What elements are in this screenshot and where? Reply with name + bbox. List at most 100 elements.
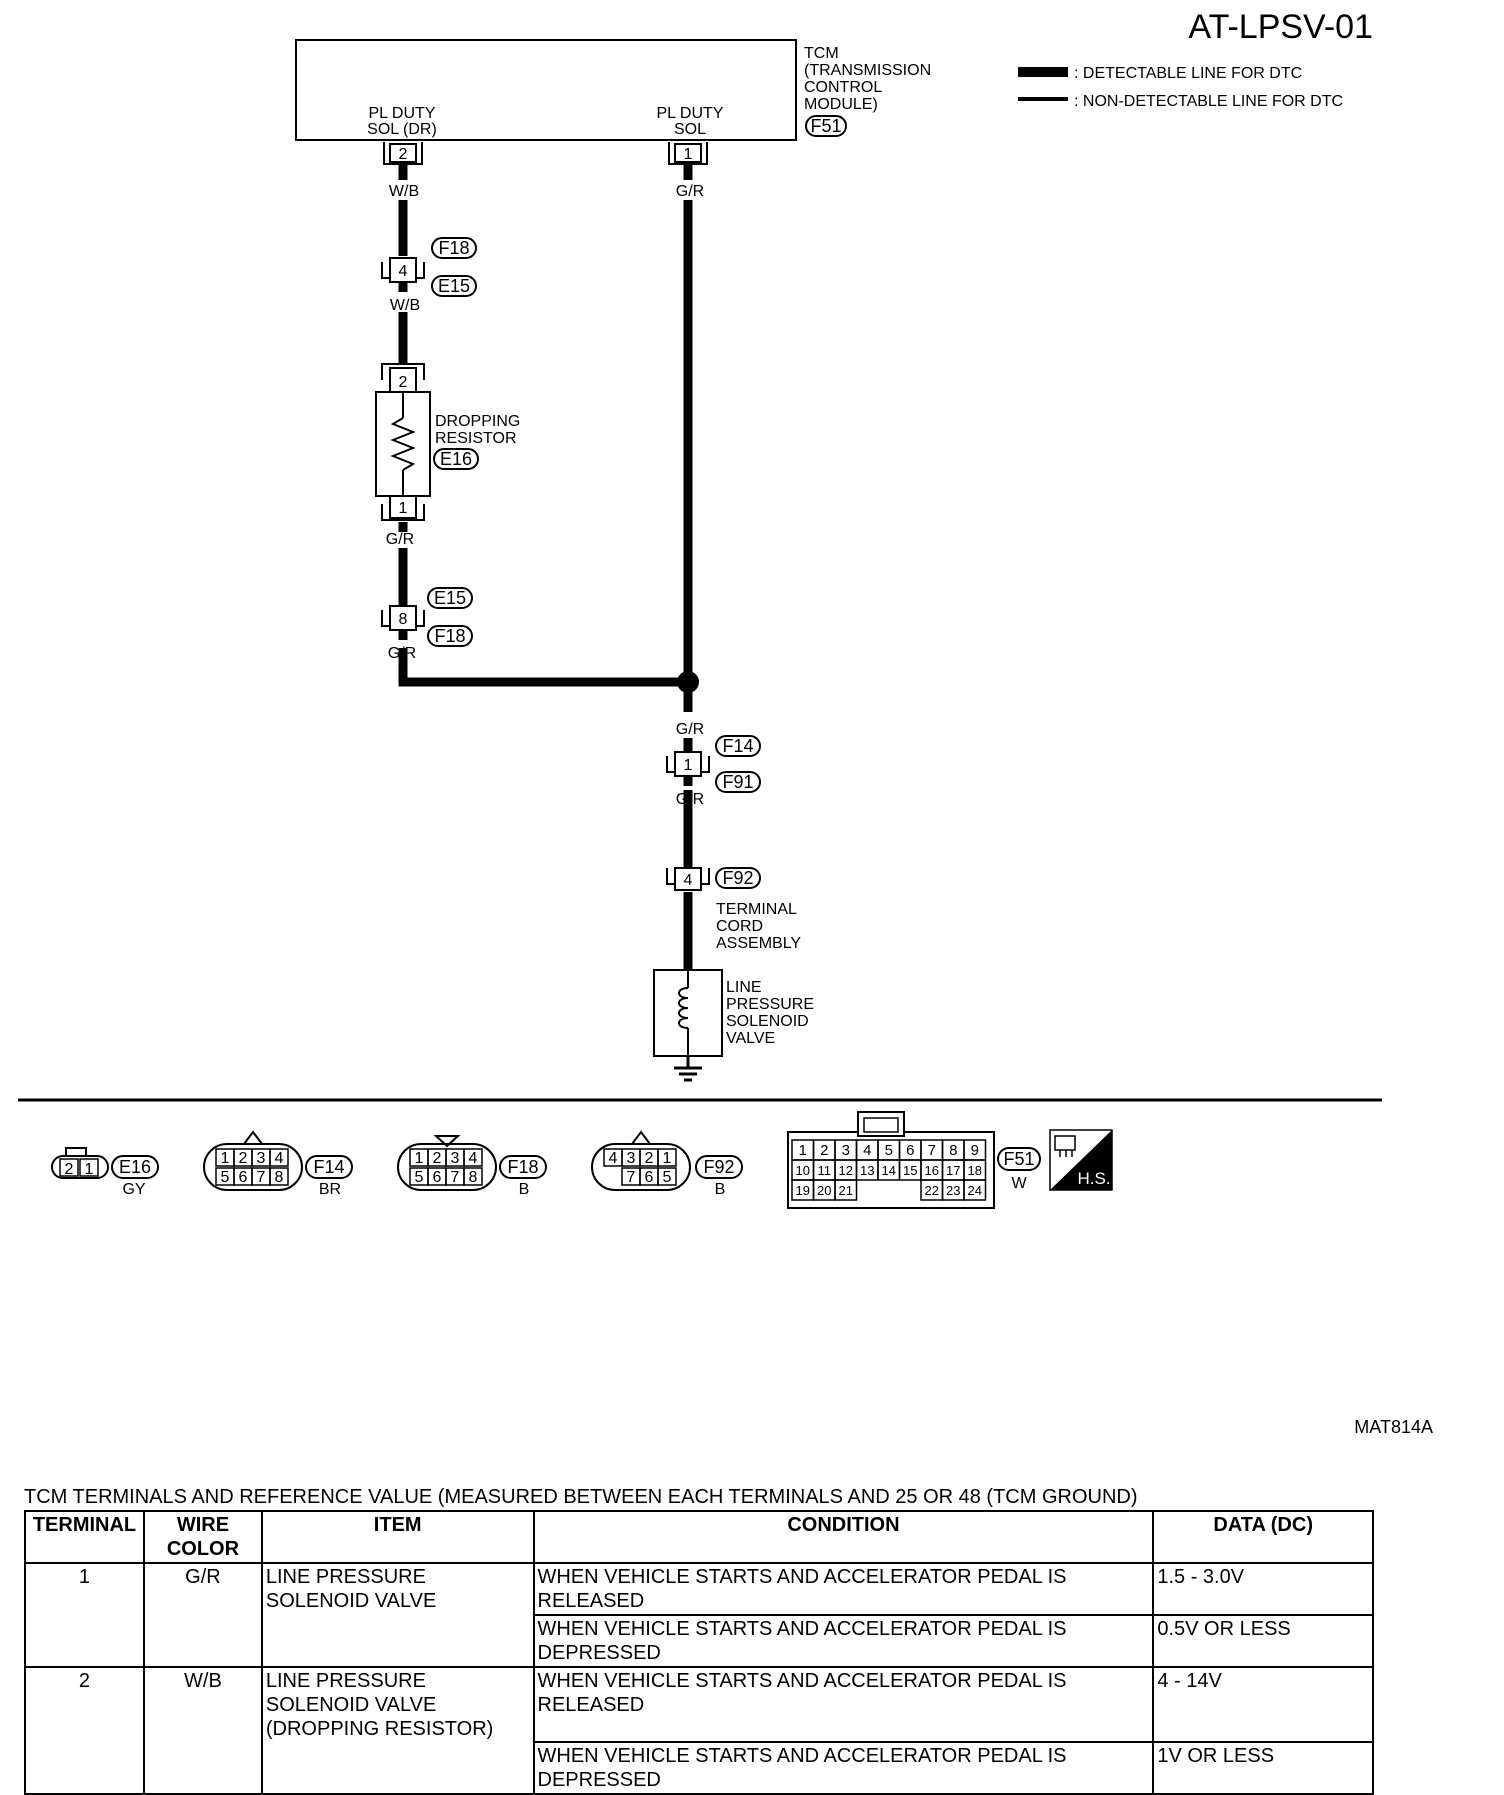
- connector-f14-f91-pin1: G/R 1 F14 F91 G/R: [666, 721, 761, 808]
- dropping-resistor: 2 1 DROPPING RESISTOR E16 G/R: [375, 363, 520, 548]
- f51-pin: 14: [882, 1163, 896, 1178]
- table-header-row: TERMINAL WIRE COLOR ITEM CONDITION DATA …: [24, 1510, 1374, 1564]
- f51-pin: 12: [839, 1163, 853, 1178]
- tcm-pin-right: 1 G/R: [668, 142, 708, 200]
- f18-pin: 1: [415, 1150, 424, 1167]
- f18-pin: 6: [433, 1169, 442, 1186]
- conn2-code-2: F18: [434, 626, 465, 646]
- f14-pin: 3: [257, 1150, 266, 1167]
- connector-face-f14: 1 2 3 4 5 6 7 8 F14 BR: [203, 1130, 353, 1198]
- figure-id: MAT814A: [1354, 1417, 1433, 1437]
- f92-pin: 1: [663, 1150, 672, 1167]
- cell-data: 1.5 - 3.0V: [1152, 1562, 1374, 1616]
- connector-face-f51-label: F51 W: [997, 1147, 1041, 1192]
- table-caption: TCM TERMINALS AND REFERENCE VALUE (MEASU…: [24, 1486, 1138, 1508]
- cell-terminal: 1: [24, 1562, 145, 1615]
- f18-face-color: B: [519, 1181, 530, 1198]
- conn3-code-1: F14: [722, 736, 753, 756]
- tcm-pin-right-name-1: PL DUTY: [657, 105, 724, 122]
- f51-pin: 22: [925, 1183, 939, 1198]
- wire-label-gr-4: G/R: [676, 721, 704, 738]
- f14-pin: 4: [275, 1150, 284, 1167]
- tcm-connector-badge: [805, 115, 847, 137]
- resistor-label-2: RESISTOR: [435, 430, 517, 447]
- tcm-connector-code: F51: [810, 116, 841, 136]
- connector-f92-pin4: 4 F92 TERMINAL CORD ASSEMBLY: [666, 867, 801, 952]
- conn1-code-1: F18: [438, 238, 469, 258]
- tcm-label-line2: (TRANSMISSION: [804, 62, 931, 79]
- conn1-code-2: E15: [438, 276, 470, 296]
- wire-segment: [398, 648, 688, 687]
- conn2-pin: 8: [399, 611, 408, 628]
- cell-wire-color: G/R: [142, 1562, 263, 1615]
- header-wire-color: WIRE COLOR: [142, 1510, 263, 1564]
- f92-face-color: B: [715, 1181, 726, 1198]
- conn1-pin: 4: [399, 263, 408, 280]
- tcm-pin-left-name-2: SOL (DR): [367, 121, 437, 138]
- f18-pin: 2: [433, 1150, 442, 1167]
- header-data: DATA (DC): [1152, 1510, 1374, 1564]
- cell-item: LINE PRESSURE SOLENOID VALVE (DROPPING R…: [260, 1666, 535, 1742]
- solenoid-label-3: SOLENOID: [726, 1013, 809, 1030]
- conn4-pin: 4: [684, 872, 693, 889]
- solenoid-label-4: VALVE: [726, 1030, 775, 1047]
- f51-face-color: W: [1011, 1175, 1027, 1192]
- legend-nondetectable-text: : NON-DETECTABLE LINE FOR DTC: [1074, 93, 1343, 110]
- f51-pin: 5: [885, 1142, 893, 1159]
- f51-pin: 20: [817, 1183, 831, 1198]
- f92-pin: 6: [645, 1169, 654, 1186]
- f51-pin: 1: [799, 1142, 807, 1159]
- f14-face-code: F14: [313, 1157, 344, 1177]
- line-pressure-solenoid: LINE PRESSURE SOLENOID VALVE: [653, 969, 814, 1082]
- f51-pin: 13: [860, 1163, 874, 1178]
- f51-pin: 16: [925, 1163, 939, 1178]
- f51-pin: 18: [968, 1163, 982, 1178]
- cell-condition: WHEN VEHICLE STARTS AND ACCELERATOR PEDA…: [532, 1666, 1155, 1743]
- f92-face-code: F92: [703, 1157, 734, 1177]
- cell-data: 4 - 14V: [1152, 1666, 1374, 1743]
- f51-pin: 24: [968, 1183, 982, 1198]
- e16-face-color: GY: [122, 1181, 145, 1198]
- f51-pin: 7: [928, 1142, 936, 1159]
- tcm-pin-left-name-1: PL DUTY: [369, 105, 436, 122]
- cell-wire-color: W/B: [142, 1666, 263, 1742]
- f14-pin: 1: [221, 1150, 230, 1167]
- cell-data: 1V OR LESS: [1152, 1741, 1374, 1795]
- cell-condition: WHEN VEHICLE STARTS AND ACCELERATOR PEDA…: [532, 1741, 1155, 1795]
- f51-pin-cell: [834, 1179, 858, 1201]
- f14-pin: 5: [221, 1169, 230, 1186]
- table-row: WHEN VEHICLE STARTS AND ACCELERATOR PEDA…: [24, 1741, 1374, 1795]
- f51-pin: 19: [796, 1183, 810, 1198]
- coil-icon: [678, 987, 689, 1029]
- cell-data: 0.5V OR LESS: [1152, 1614, 1374, 1668]
- table-row: 1 G/R LINE PRESSURE SOLENOID VALVE WHEN …: [24, 1562, 1374, 1616]
- f14-pin: 7: [257, 1169, 266, 1186]
- f51-pin: 23: [946, 1183, 960, 1198]
- f51-face-code: F51: [1003, 1149, 1034, 1169]
- wiring-diagram: AT-LPSV-01 : DETECTABLE LINE FOR DTC : N…: [18, 8, 1433, 1437]
- f51-pin: 3: [842, 1142, 850, 1159]
- f14-pin: 6: [239, 1169, 248, 1186]
- f18-pin: 3: [451, 1150, 460, 1167]
- connector-face-e16: 2 1 E16 GY: [51, 1147, 159, 1198]
- terminal-cord-label-1: TERMINAL: [716, 901, 797, 918]
- f14-pin: 2: [239, 1150, 248, 1167]
- connector-face-f92: 4 3 2 1 7 6 5 F92 B: [591, 1130, 743, 1198]
- tcm-pin-right-number: 1: [684, 146, 693, 163]
- f51-pin: 21: [839, 1183, 853, 1198]
- e16-pin: 1: [85, 1161, 94, 1178]
- f92-pin: 4: [609, 1150, 618, 1167]
- wire-label-gr-5: G/R: [676, 791, 704, 808]
- f18-pin: 8: [469, 1169, 478, 1186]
- f18-pin: 7: [451, 1169, 460, 1186]
- junction-dot: [677, 671, 699, 693]
- resistor-pin-top: 2: [399, 374, 408, 391]
- e16-face-code: E16: [119, 1157, 151, 1177]
- header-condition: CONDITION: [532, 1510, 1155, 1564]
- table-row: WHEN VEHICLE STARTS AND ACCELERATOR PEDA…: [24, 1614, 1374, 1668]
- solenoid-label-1: LINE: [726, 979, 762, 996]
- wire-label-gr-1: G/R: [676, 183, 704, 200]
- tcm-box: [295, 39, 797, 141]
- f18-pin: 4: [469, 1150, 478, 1167]
